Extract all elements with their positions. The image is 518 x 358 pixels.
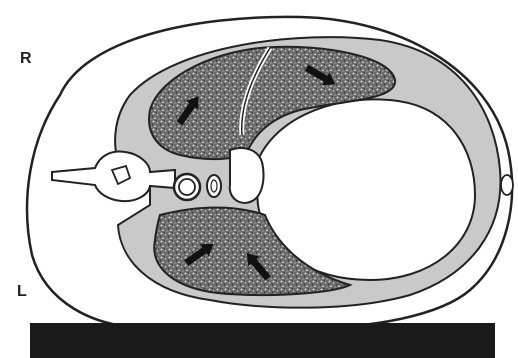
side-label-right: R: [20, 51, 32, 67]
rib-structure: [501, 175, 513, 195]
esophagus-lumen: [211, 180, 217, 192]
table-bar: [30, 323, 495, 358]
aorta: [230, 148, 264, 203]
trachea-lumen: [179, 179, 195, 195]
side-label-left: L: [17, 284, 27, 300]
